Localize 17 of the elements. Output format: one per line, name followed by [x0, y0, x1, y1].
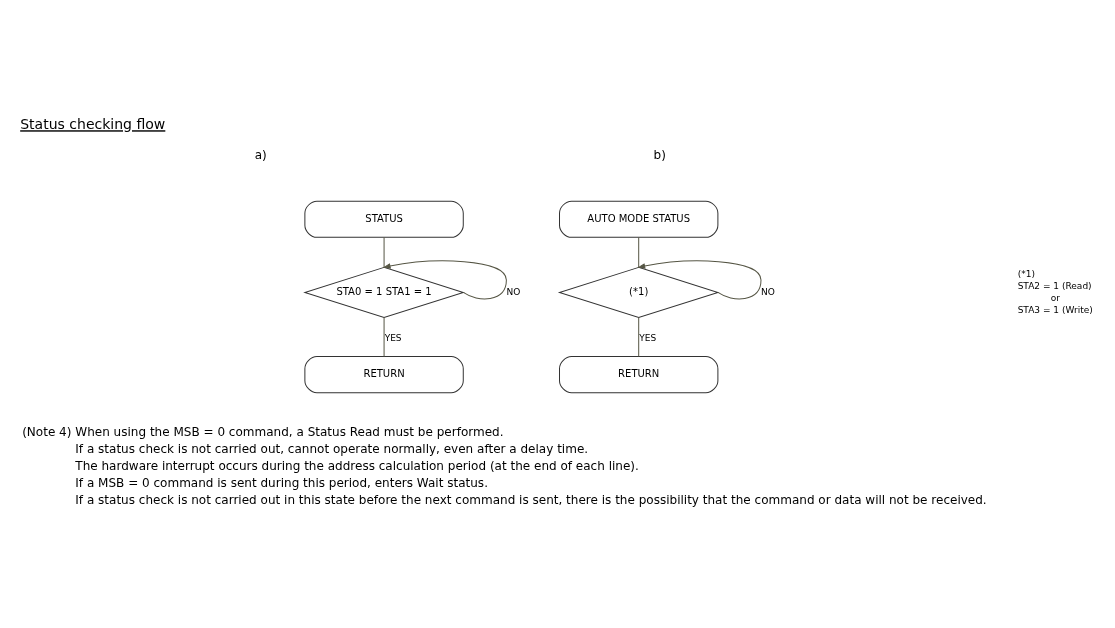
label: When using the MSB = 0 command, a Status Read must be performed. [75, 424, 504, 439]
label: (*1) [1017, 268, 1035, 279]
label: STA2 = 1 (Read) [1017, 280, 1092, 291]
label: If a status check is not carried out, cannot operate normally, even after a delay time. [75, 441, 589, 456]
edge-label: NO [761, 286, 775, 297]
label: a) [254, 148, 267, 163]
label: (Note 4) [22, 424, 72, 439]
edge-label: YES [639, 332, 657, 343]
label: If a status check is not carried out in this state before the next command is sent, there is the possibility that the command or data will not be received. [75, 493, 987, 508]
label: If a MSB = 0 command is sent during this period, enters Wait status. [75, 476, 488, 491]
edge-label: NO [506, 286, 521, 297]
diagram-title: Status checking flow [20, 116, 166, 133]
label: The hardware interrupt occurs during the address calculation period (at the end of each line). [75, 458, 639, 473]
label: or [1050, 292, 1060, 303]
label: b) [653, 148, 666, 163]
label: STA3 = 1 (Write) [1017, 304, 1093, 315]
edge-label: YES [384, 332, 402, 343]
